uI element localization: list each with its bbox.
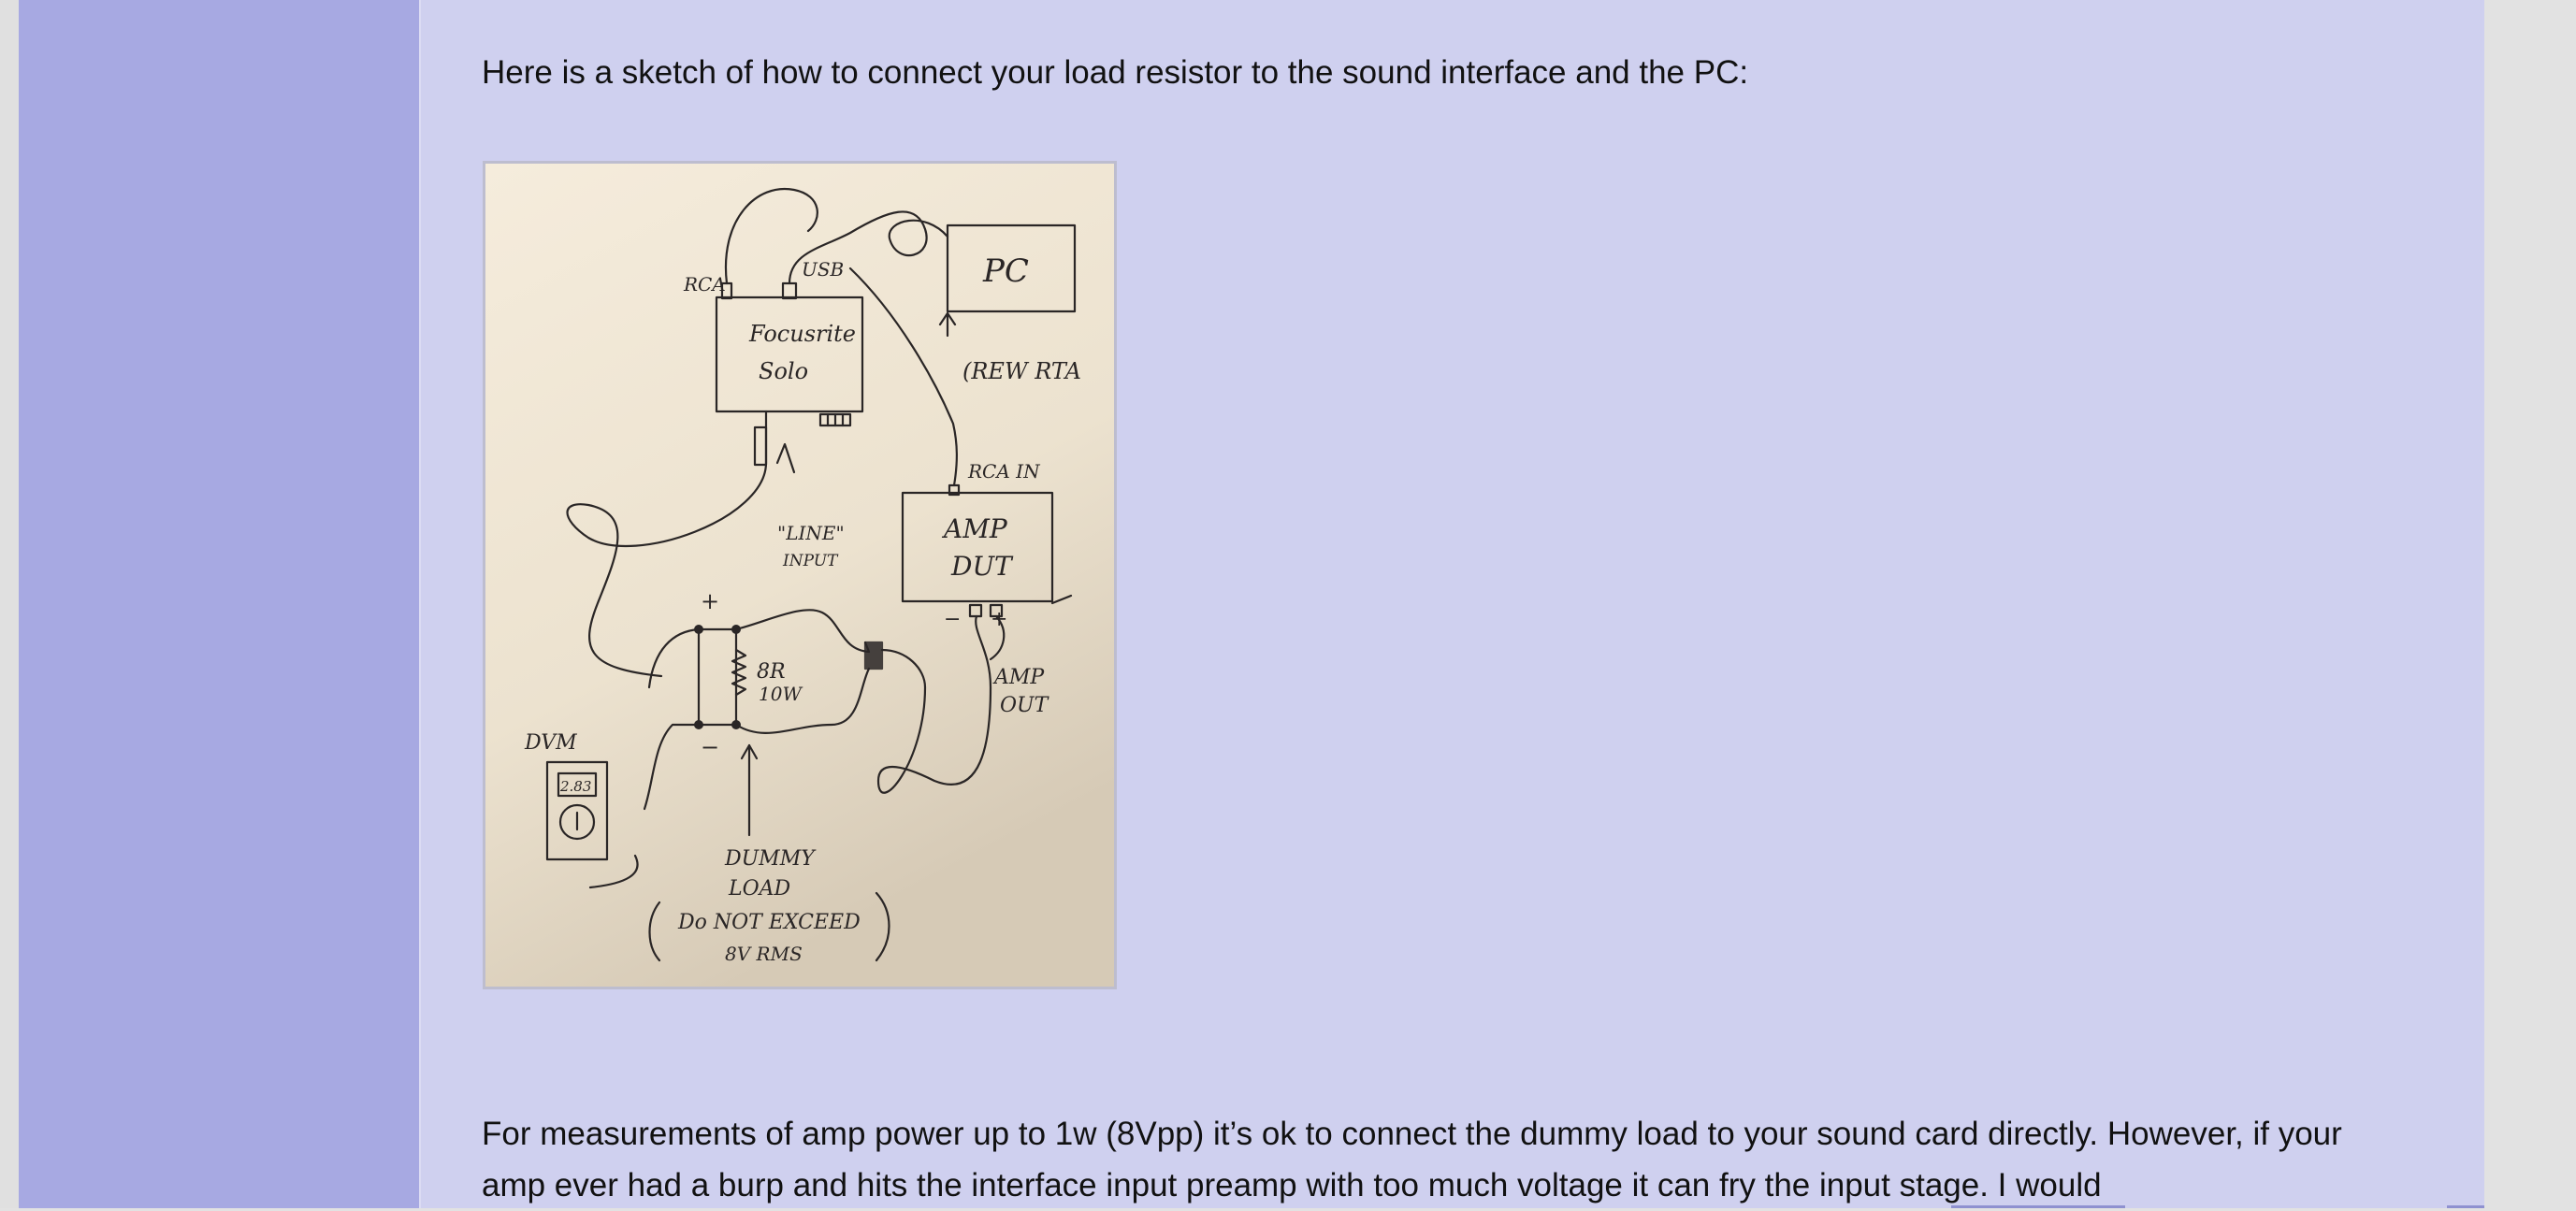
dvm-box [545, 760, 609, 861]
dummy-load-label-2: LOAD [728, 877, 791, 901]
paper-background [485, 164, 1114, 987]
focusrite-label-1: Focusrite [748, 321, 856, 347]
terminal-dots [694, 625, 741, 729]
usb-cable [724, 187, 818, 285]
resistor-value-label: 8R [757, 660, 786, 684]
dvm-label: DVM [524, 731, 577, 755]
rew-rta-label: (REW RTA [962, 358, 1081, 384]
line-input-label-1: "LINE" [777, 522, 845, 544]
amp-dut-label-2: DUT [950, 551, 1014, 582]
window-left-edge [0, 0, 19, 1208]
minus-label: − [701, 734, 719, 760]
intro-paragraph: Here is a sketch of how to connect your … [482, 54, 1749, 91]
body-paragraph: For measurements of amp power up to 1w (… [482, 1116, 2342, 1204]
usb-label: USB [802, 258, 844, 281]
scroll-indicator [1951, 1205, 2125, 1208]
amp-dut-label-1: AMP [941, 513, 1008, 544]
line-input-label-2: INPUT [782, 552, 839, 570]
focusrite-label-2: Solo [759, 358, 808, 384]
amp-dut-box [901, 491, 1054, 603]
amp-minus-label: − [944, 608, 961, 631]
rca-in-label: RCA IN [967, 460, 1041, 483]
pc-box [946, 223, 1077, 313]
resistor-power-label: 10W [759, 683, 803, 705]
dummy-load-label-1: DUMMY [724, 847, 817, 871]
scroll-indicator-end [2447, 1205, 2484, 1208]
warning-label-2: 8V RMS [725, 943, 803, 965]
amp-out-label-2: OUT [1000, 694, 1050, 717]
wiring-sketch-image[interactable]: PC RCA USB Focusrite Solo (REW RTA RCA I… [483, 161, 1117, 989]
warning-label-1: Do NOT EXCEED [677, 911, 861, 934]
rca-label: RCA [683, 273, 726, 296]
dvm-reading: 2.83 [559, 778, 591, 795]
amp-out-label-1: AMP [992, 666, 1045, 689]
sidebar [19, 0, 419, 1208]
plus-label: + [701, 588, 719, 614]
amp-plus-label: + [991, 608, 1007, 631]
window-right-edge [2484, 0, 2576, 1208]
pc-label: PC [982, 252, 1029, 290]
